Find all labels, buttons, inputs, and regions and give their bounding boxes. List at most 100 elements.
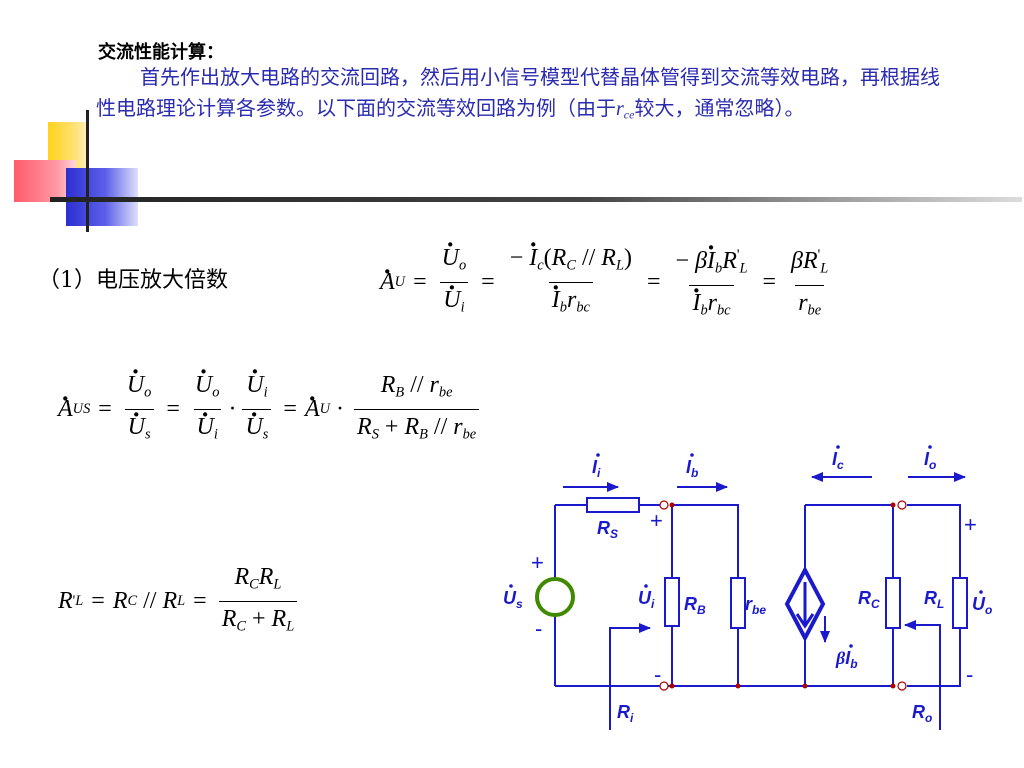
sym-I: I	[529, 241, 537, 275]
node	[890, 502, 896, 508]
label-rs: RS	[597, 518, 618, 541]
resistor-rbe	[730, 577, 746, 629]
ac-equivalent-circuit: Ii Ib Ic Io RS RB rbe RC RL Us Ui Uo βIb…	[503, 445, 992, 730]
sub-be: be	[462, 426, 477, 443]
label-ii: Ii	[592, 457, 601, 480]
parallel: //	[143, 588, 157, 615]
intro-text-1: 首先作出放大电路的交流回路，然后用小信号模型代替晶体管得到交流等效电路，再根据线…	[96, 65, 940, 120]
sub-o: o	[458, 257, 467, 274]
sub-b: b	[700, 302, 708, 319]
label-ui: Ui	[638, 588, 655, 611]
frac-rcrl: RCRL RC + RL	[218, 560, 298, 644]
sym-U: U	[245, 410, 262, 444]
frac-beta-rl-rbe: βR'L rbe	[788, 238, 831, 328]
eq: =	[91, 588, 105, 615]
sym-I: I	[692, 286, 700, 320]
cdot: ·	[228, 396, 237, 423]
sub-L: L	[739, 260, 748, 277]
sub-C: C	[236, 618, 246, 635]
eq: =	[193, 588, 207, 615]
sym-R: R	[271, 606, 287, 633]
cs-inner-arrow	[795, 582, 815, 629]
cdot: ·	[336, 396, 345, 423]
eq: =	[481, 269, 495, 296]
title-divider-line	[50, 197, 1022, 202]
voltage-gain-label: （1）电压放大倍数	[38, 268, 228, 293]
eq: =	[166, 396, 180, 423]
plus-us: +	[531, 550, 544, 575]
minus-ui: -	[654, 662, 661, 687]
parallel: //	[433, 414, 448, 441]
eq: =	[98, 396, 112, 423]
intro-text-2: 较大，通常忽略）。	[634, 96, 805, 120]
label-rl: RL	[924, 588, 944, 611]
resistor-rl	[952, 577, 968, 629]
sub-L: L	[615, 257, 624, 274]
prime: '	[736, 247, 740, 263]
node	[890, 683, 896, 689]
terminal-input-top	[659, 500, 669, 510]
arrow-ro	[904, 620, 941, 730]
sym-R: R	[551, 245, 567, 271]
sym-R: R	[162, 588, 178, 615]
terminal-input-bottom	[659, 681, 669, 691]
sym-U: U	[443, 283, 460, 317]
sym-I: I	[552, 283, 560, 317]
terminal-output-top	[897, 500, 907, 510]
sym-I: I	[707, 244, 715, 278]
deco-red-block	[14, 160, 76, 202]
minus-uo: -	[966, 662, 973, 687]
sub-be: be	[438, 384, 453, 401]
sub-i: i	[263, 384, 268, 401]
arrow-ri	[609, 623, 651, 730]
deco-vertical-line	[86, 110, 89, 232]
node	[802, 683, 808, 689]
sub-L: L	[177, 593, 186, 610]
minus: −	[675, 248, 690, 274]
sym-A: A	[380, 269, 395, 296]
resistor-rc	[885, 577, 901, 629]
node	[669, 502, 675, 508]
sub-B: B	[419, 426, 428, 443]
label-ri: Ri	[617, 702, 634, 725]
sub-c: c	[537, 257, 544, 274]
sym-U: U	[246, 368, 263, 402]
node	[669, 683, 675, 689]
formula-voltage-gain: AU = Uo Ui = − Ic(RC // RL) Ibrbc = − βI…	[380, 238, 835, 328]
plus: +	[384, 414, 399, 441]
sub-S: S	[371, 426, 379, 443]
sym-U: U	[128, 410, 145, 444]
resistor-rb	[664, 577, 680, 627]
sub-s: s	[144, 426, 151, 443]
sym-U: U	[127, 368, 144, 402]
sym-R: R	[58, 588, 73, 615]
frac-ic-rc-rl: − Ic(RC // RL) Ibrbc	[507, 241, 635, 325]
label-rb: RB	[684, 594, 706, 617]
frac-uo-ui: Uo Ui	[439, 241, 470, 325]
sym-R: R	[258, 564, 274, 590]
sub-i: i	[460, 299, 465, 316]
sym-R: R	[234, 564, 250, 590]
label-beta-ib: βIb	[835, 648, 858, 671]
sub-bc: bc	[716, 302, 731, 319]
eq: =	[762, 269, 777, 296]
sym-R: R	[112, 588, 128, 615]
label-uo: Uo	[972, 594, 992, 617]
sym-A: A	[58, 396, 73, 423]
sub-C: C	[249, 576, 259, 593]
sym-R: R	[601, 245, 616, 271]
sub-b: b	[715, 260, 723, 277]
sym-R: R	[221, 606, 237, 633]
sym-R: R	[803, 248, 818, 274]
sym-r: r	[798, 290, 808, 317]
sub-C: C	[127, 593, 138, 610]
section-heading: 交流性能计算：	[98, 42, 224, 63]
sub-o: o	[212, 384, 220, 401]
prime: '	[817, 247, 821, 263]
parallel: //	[410, 372, 424, 398]
sym-beta: β	[695, 248, 708, 274]
plus: +	[251, 606, 266, 633]
sub-o: o	[144, 384, 152, 401]
label-ic: Ic	[832, 449, 844, 472]
